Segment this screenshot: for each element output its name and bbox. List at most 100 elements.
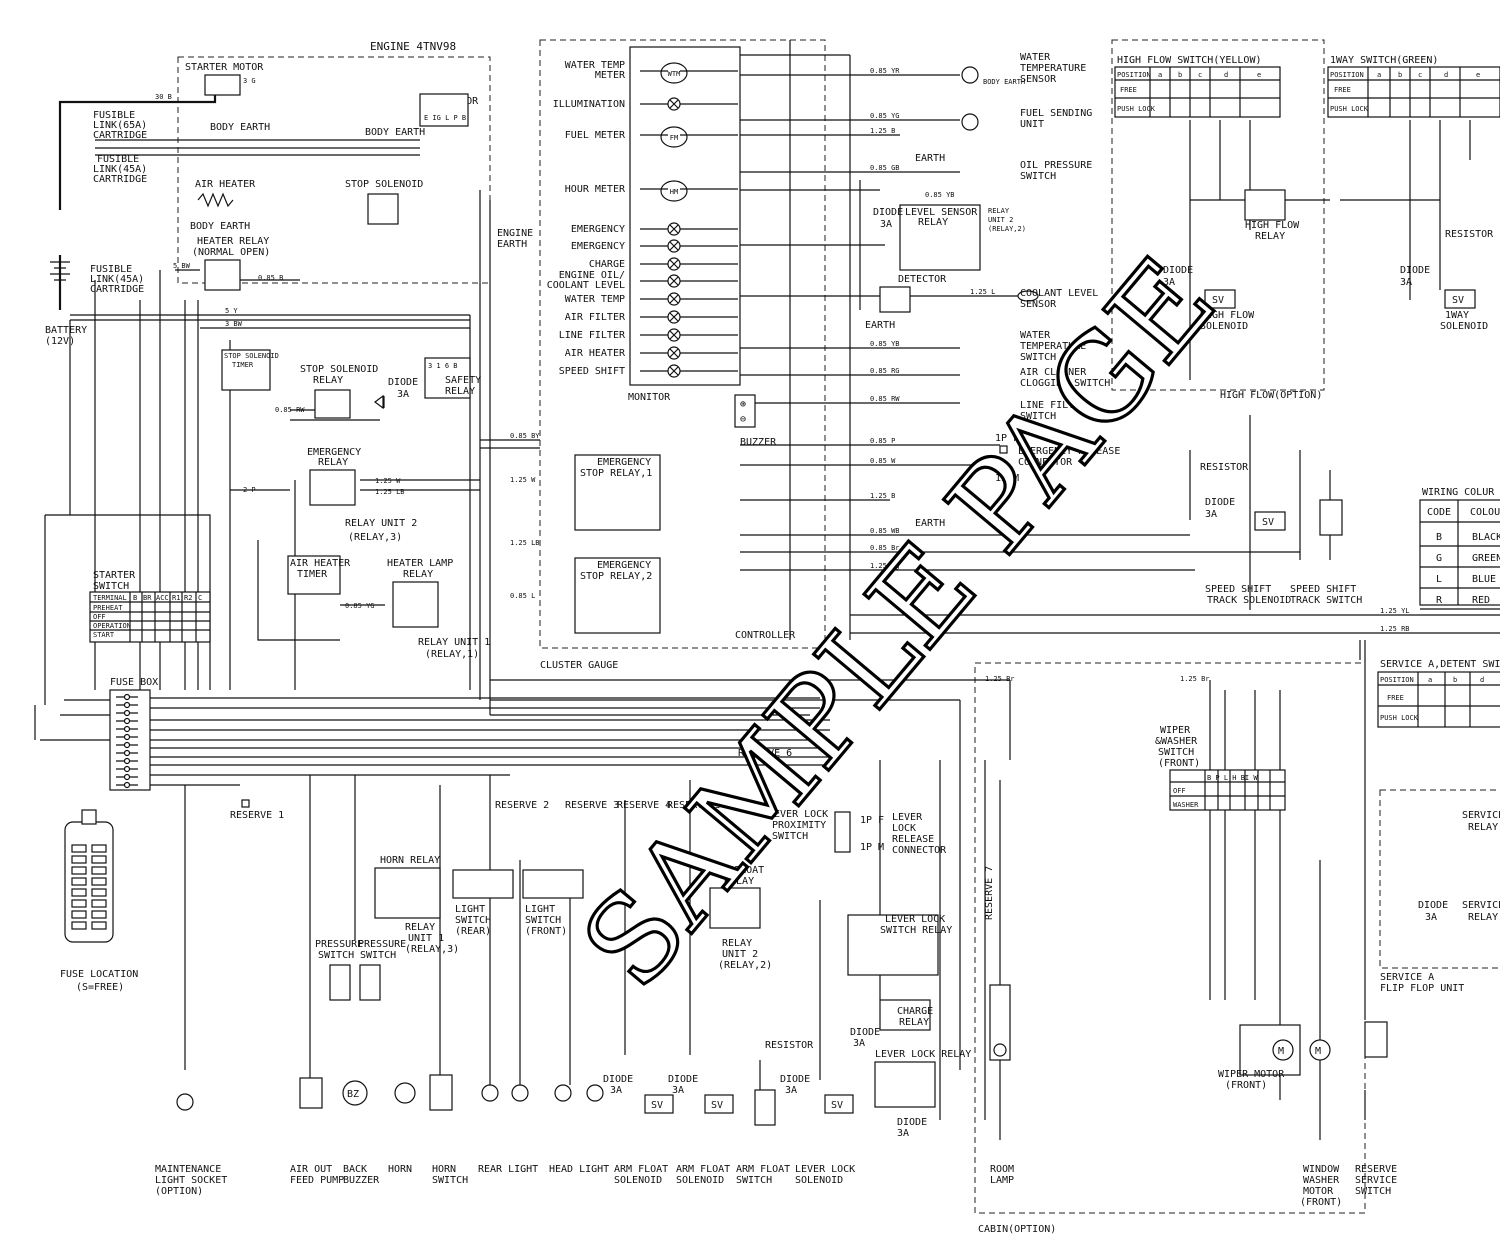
lamp-cross (669, 294, 679, 304)
bz-label: BZ (347, 1089, 359, 1100)
afd2-l1: DIODE (668, 1074, 698, 1085)
colour-name: BLACK (1472, 532, 1500, 543)
pin-1pm: 1P M (995, 473, 1019, 484)
fusible-link-65-l2: LINK(65A) (93, 120, 147, 131)
diode-s-l2: 3A (880, 219, 892, 230)
engine-title: ENGINE 4TNV98 (370, 40, 456, 53)
fuse-slot (91, 844, 107, 853)
afd1-l1: DIODE (603, 1074, 633, 1085)
wiper-switch-grid (1170, 770, 1285, 810)
wtsw-l1: WATER (1020, 330, 1051, 341)
body-earth-s1: BODY EARTH (983, 78, 1025, 86)
bottom-device-label: BUZZER (343, 1175, 380, 1186)
estop-relay-2 (574, 557, 661, 634)
controller-label: CONTROLLER (735, 630, 796, 641)
wiper-switch-l1: WIPER (1160, 725, 1191, 736)
rear-light-icon-1 (481, 1084, 499, 1102)
erc-l1: EMERGENCY RELEASE (1018, 446, 1120, 457)
starter-motor (204, 74, 241, 96)
monitor-item-label: FUEL METER (565, 130, 626, 141)
monitor-label: MONITOR (628, 392, 671, 403)
lamp-cross (669, 241, 679, 251)
ss-row-3: START (93, 631, 115, 639)
monitor-item-label: SPEED SHIFT (559, 366, 625, 377)
oneway-resistor: RESISTOR (1445, 229, 1494, 240)
fuse-location-note: (S=FREE) (76, 982, 124, 993)
ss-sv-label: SV (1262, 517, 1274, 528)
fuse-rows (116, 693, 138, 789)
colour-code: B (1436, 532, 1442, 543)
body-earth-2: BODY EARTH (365, 127, 425, 138)
bottom-device-label: (OPTION) (155, 1186, 203, 1197)
charge-l2: RELAY (899, 1017, 929, 1028)
stop-solenoid-label: STOP SOLENOID (345, 179, 423, 190)
ops-l2: SWITCH (1020, 171, 1056, 182)
llr-label: LEVER LOCK RELAY (875, 1049, 971, 1060)
sv-1 (644, 1094, 674, 1114)
hfs-l1: HIGH FLOW (1200, 310, 1255, 321)
diode-s-l1: DIODE (873, 207, 903, 218)
lld2-l2: 3A (785, 1085, 797, 1096)
room-lamp-box (989, 984, 1011, 1061)
ss-col-2: BR (143, 594, 152, 602)
battery-label-l1: BATTERY (45, 325, 87, 336)
room-lamp-icon (993, 1043, 1007, 1057)
lamp-cross (669, 312, 679, 322)
lld2-l1: DIODE (780, 1074, 810, 1085)
wire-125w-em: 1.25 W (375, 477, 401, 485)
wire-085wb: 0.85 WB (870, 527, 900, 535)
llp-l3: SWITCH (772, 831, 808, 842)
wiper-motor-l1: WIPER MOTOR (1218, 1069, 1285, 1080)
sv-col-1: a (1428, 676, 1432, 684)
lamp-cross (669, 99, 679, 109)
colour-head-code: CODE (1427, 507, 1451, 518)
wire-5bw: 5 BW (173, 262, 191, 270)
heater-relay-l1: HEATER RELAY (197, 236, 269, 247)
ow-sv-box (1444, 289, 1476, 309)
bottom-device-label: SWITCH (432, 1175, 468, 1186)
high-flow: HIGH FLOW SWITCH(YELLOW) POSITION a b c … (1114, 55, 1322, 401)
wire-125lb-cl: 1.25 LB (510, 539, 540, 547)
earth-s1: EARTH (915, 153, 945, 164)
relay-unit-2-l2: (RELAY,3) (348, 532, 402, 543)
cluster-gauge-region (539, 39, 826, 649)
lever-lock-relay-box (874, 1061, 936, 1108)
horn-unit-l2: UNIT 1 (408, 933, 444, 944)
wire-125w-cl: 1.25 W (510, 476, 536, 484)
generator-pins: E IG L P B (424, 114, 466, 122)
oneway-table (1327, 66, 1500, 118)
llp-l2: PROXIMITY (772, 820, 826, 831)
reserve-4: RESERVE 4 (617, 800, 671, 811)
wiring-lines (34, 40, 1500, 1140)
lamp-cross (669, 276, 679, 286)
colour-code: G (1436, 553, 1442, 564)
air-out-pump-box (299, 1077, 323, 1109)
head-light-icon-1 (554, 1084, 572, 1102)
lsr-l1: LEVEL SENSOR (905, 207, 978, 218)
lever-lock-switch-relay-box (847, 914, 939, 976)
estop-1-l2: STOP RELAY,1 (580, 468, 652, 479)
fuse-slot (91, 877, 107, 886)
monitor-item-label: WATER TEMP (565, 294, 625, 305)
ow-diode-l2: 3A (1400, 277, 1412, 288)
fuse-contact (123, 749, 131, 757)
ow-row-0: FREE (1334, 86, 1351, 94)
fuse-contact (123, 733, 131, 741)
power-source: FUSIBLE LINK(65A) CARTRIDGE FUSIBLE LINK… (45, 110, 147, 347)
afd1-l2: 3A (610, 1085, 622, 1096)
bottom-device-label: HORN (432, 1164, 456, 1175)
ows-l1: 1WAY (1445, 310, 1469, 321)
oneway-grid (1328, 67, 1500, 117)
battery-label-l2: (12V) (45, 336, 75, 347)
heater-relay (204, 259, 241, 291)
wire-125rb: 1.25 RB (1380, 625, 1410, 633)
ss-col-6: C (198, 594, 202, 602)
wire-125br-cab2: 1.25 Br (1180, 675, 1210, 683)
relay-unit-2-l1: RELAY UNIT 2 (345, 518, 417, 529)
sv-3 (824, 1094, 854, 1114)
hf-col-2: b (1178, 71, 1182, 79)
gauge-label: HM (670, 188, 678, 196)
sv-2-label: SV (711, 1100, 723, 1111)
fuse-contact (123, 765, 131, 773)
